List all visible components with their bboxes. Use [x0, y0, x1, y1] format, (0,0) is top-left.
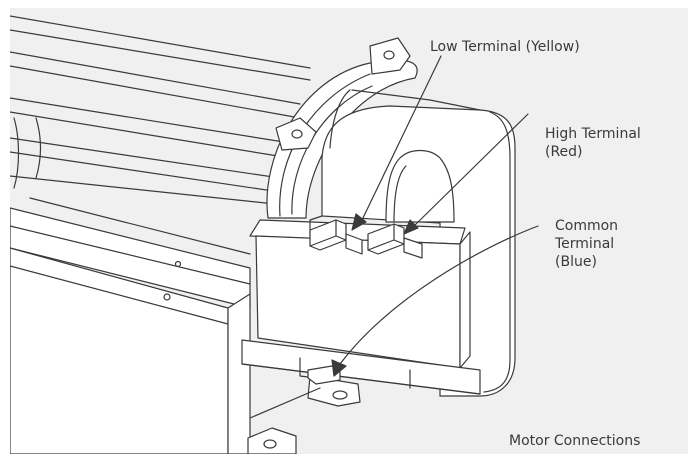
common-terminal-label-line3: (Blue) [555, 254, 597, 270]
diagram-title: Motor Connections [509, 433, 641, 449]
motor-illustration [10, 15, 539, 454]
motor-body [241, 89, 516, 454]
housing [10, 197, 251, 454]
leader-lines [331, 55, 539, 377]
high-terminal-label-line1: High Terminal [545, 126, 641, 142]
blower-wheel [10, 15, 311, 205]
low-terminal [309, 219, 363, 255]
common-terminal-label: Common Terminal (Blue) [555, 217, 618, 271]
high-terminal-label: High Terminal (Red) [545, 125, 641, 161]
diagram-frame: Low Terminal (Yellow) High Terminal (Red… [10, 8, 688, 454]
common-terminal-label-line1: Common [555, 218, 619, 234]
low-terminal-label: Low Terminal (Yellow) [430, 39, 580, 55]
mounting-ring [266, 37, 418, 219]
high-terminal-label-line2: (Red) [545, 144, 583, 160]
high-terminal [367, 223, 423, 259]
common-terminal-label-line2: Terminal [555, 236, 615, 252]
common-terminal [307, 365, 341, 385]
